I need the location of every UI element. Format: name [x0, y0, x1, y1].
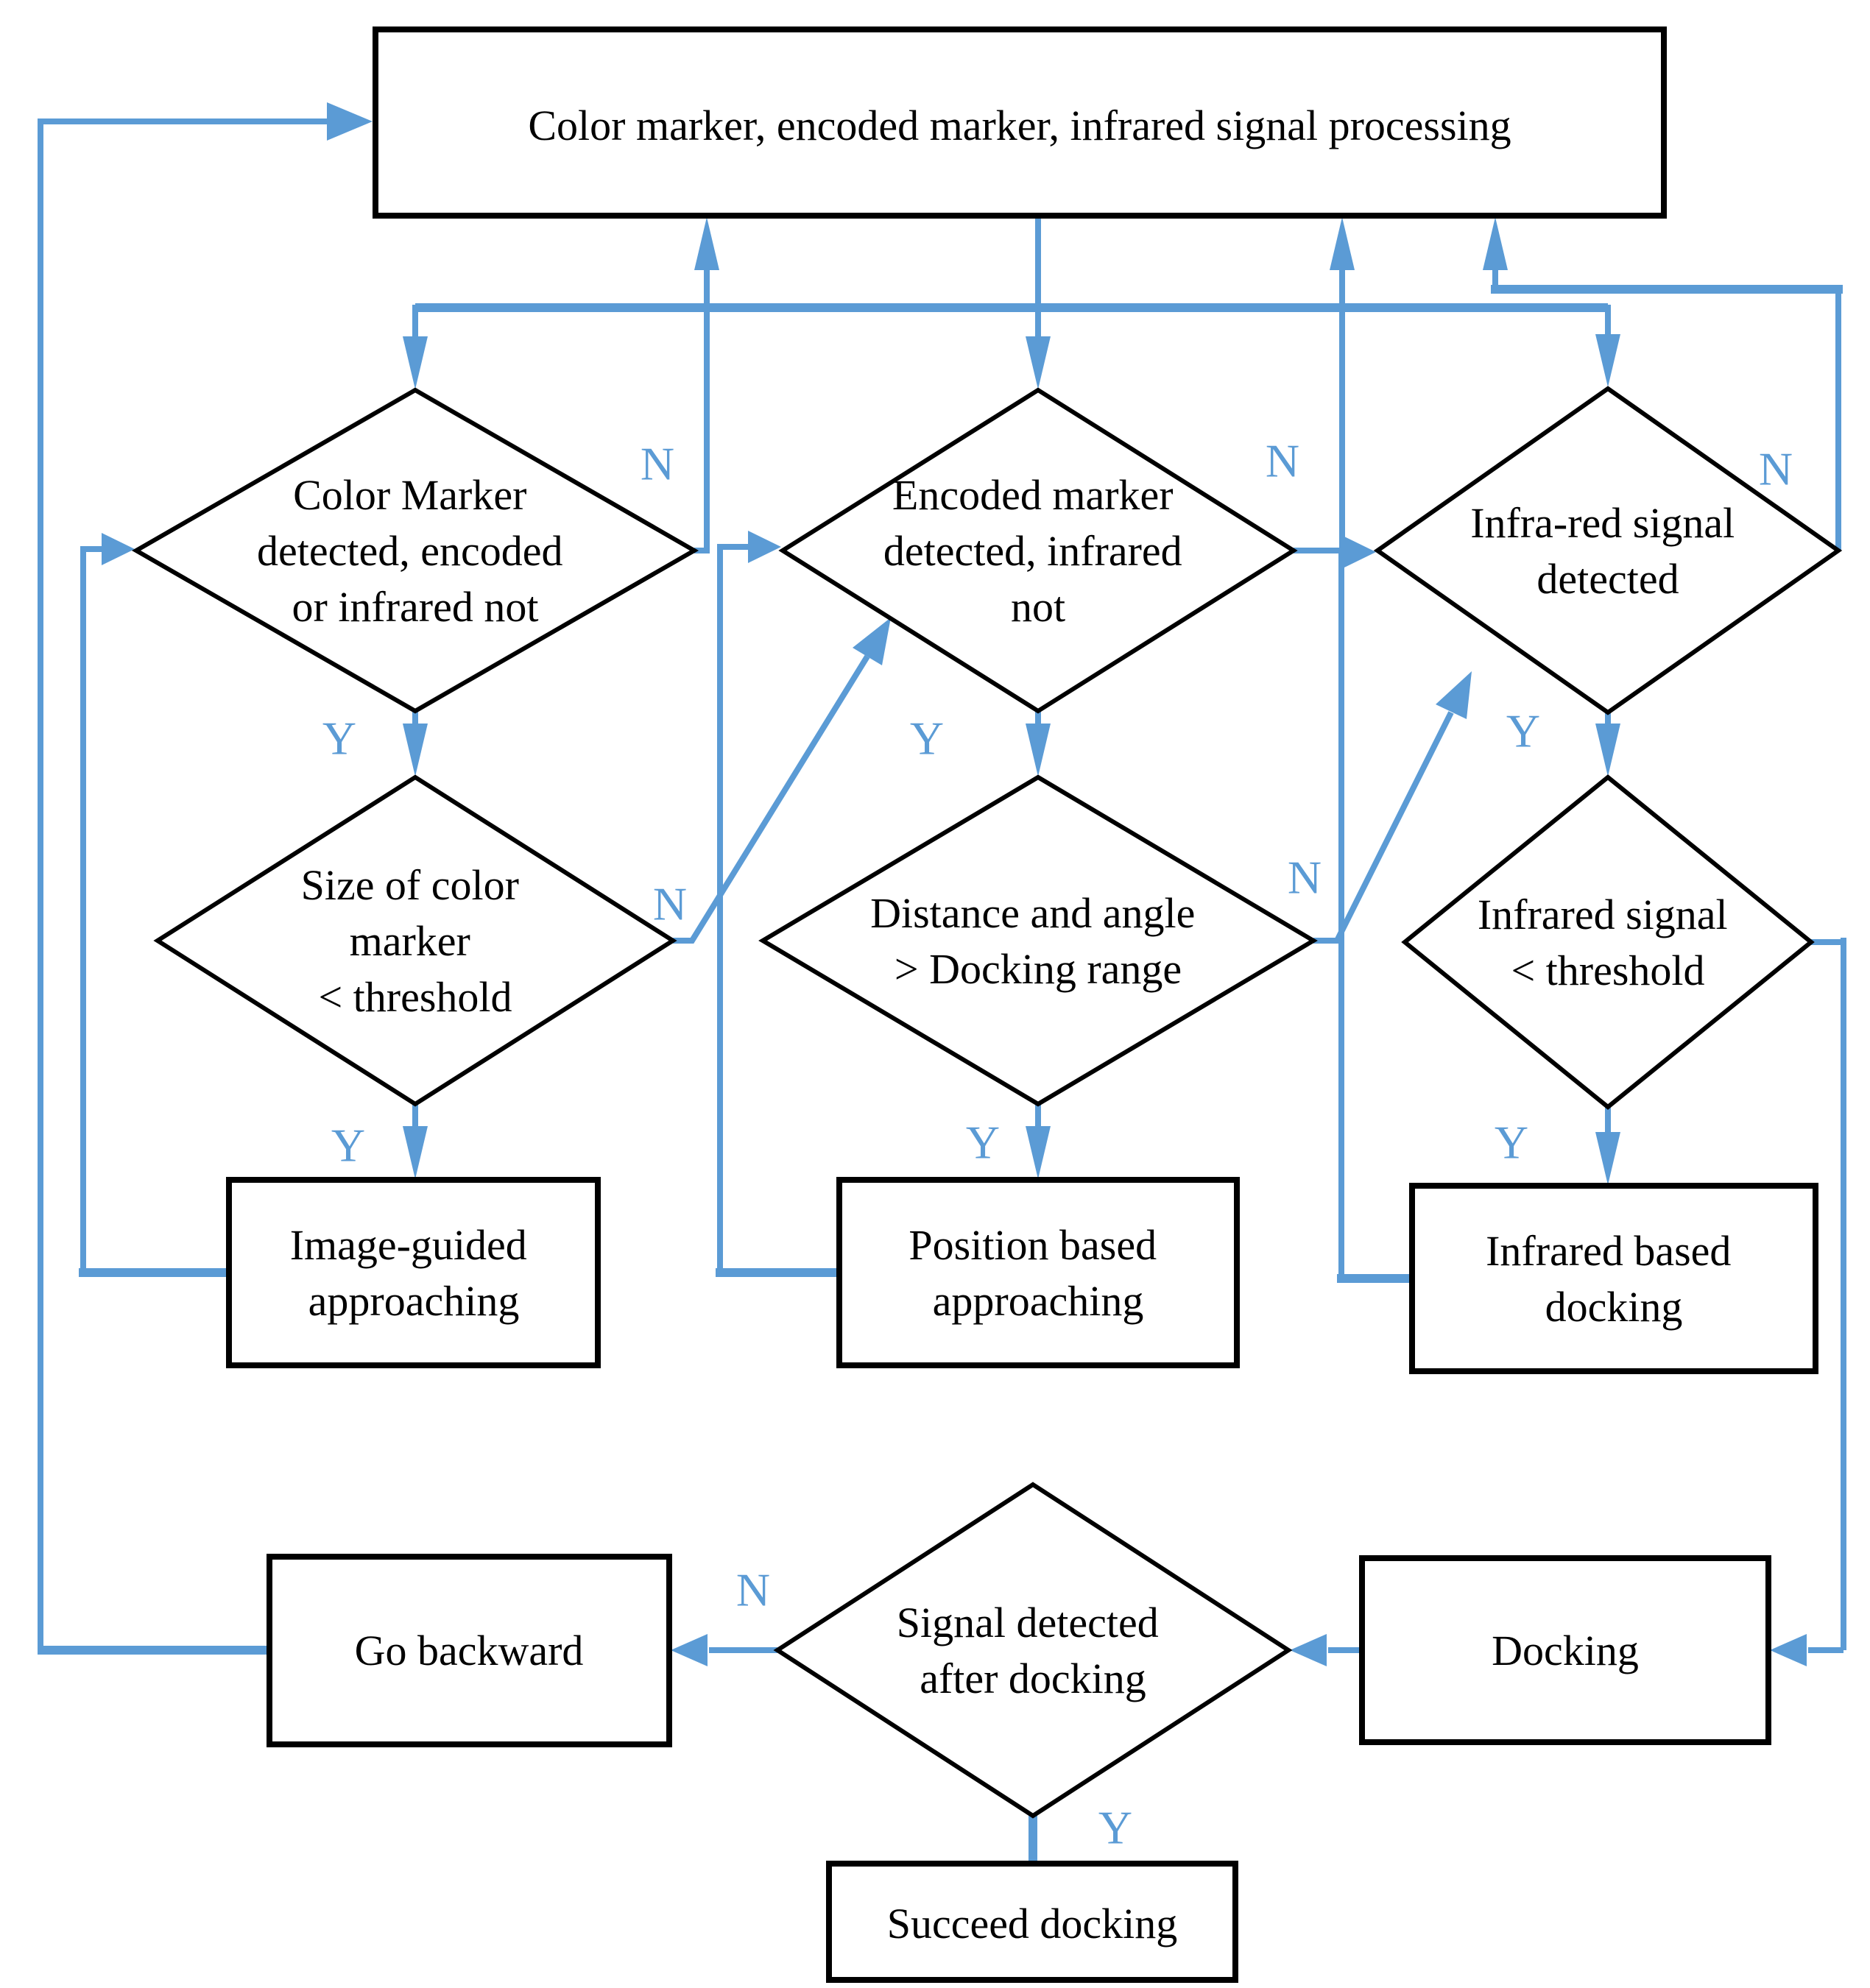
succeed-docking-box	[826, 1861, 1238, 1983]
color-marker-diamond	[131, 387, 699, 714]
node-go-backward: Go backward	[267, 1554, 672, 1747]
size-threshold-label: Size of color marker < threshold	[301, 861, 530, 1021]
arrowhead-threshold-diamond-top	[1595, 724, 1620, 777]
node-signal-after-docking: Signal detected after docking	[773, 1482, 1293, 1819]
arrowhead-size-n-diagonal	[853, 618, 891, 665]
arrowhead-encoded-diamond-top	[1026, 336, 1051, 389]
label-no-distance-range: N	[1288, 852, 1322, 904]
edge-size-n-diagonal	[673, 654, 870, 944]
arrowhead-docking-right	[1770, 1634, 1807, 1666]
node-succeed-docking: Succeed docking	[826, 1861, 1238, 1983]
distance-range-label: Distance and angle > Docking range	[870, 889, 1206, 993]
label-yes-infrared-threshold: Y	[1495, 1117, 1528, 1169]
nodes: Color marker, encoded marker, infrared s…	[131, 26, 1843, 1983]
arrowhead-encoded-n-up	[1330, 217, 1355, 270]
label-yes-encoded-marker: Y	[910, 712, 944, 765]
branch-labels: N N N Y Y Y N N Y Y Y N Y	[322, 435, 1793, 1854]
node-infrared-threshold: Infrared signal < threshold	[1401, 774, 1815, 1110]
go-backward-label: Go backward	[355, 1627, 584, 1674]
arrowhead-infrared-diamond-top	[1595, 334, 1620, 387]
succeed-docking-label: Succeed docking	[887, 1900, 1178, 1948]
edge-distance-n-diagonal	[1313, 711, 1454, 944]
arrowhead-distance-diamond-top	[1026, 724, 1051, 777]
node-infrared-detected: Infra-red signal detected	[1373, 386, 1843, 715]
arrowhead-position-based-top	[1026, 1126, 1051, 1179]
arrowhead-go-backward-right	[671, 1634, 708, 1666]
label-yes-infrared-detected: Y	[1506, 705, 1540, 757]
label-yes-distance-range: Y	[966, 1117, 1000, 1169]
arrowhead-infrared-docking-top	[1595, 1132, 1620, 1185]
docking-box	[1359, 1555, 1771, 1745]
arrowhead-infrared-diamond-left	[1343, 536, 1376, 568]
node-image-guided: Image-guided approaching	[226, 1177, 601, 1368]
process-box	[373, 26, 1667, 219]
arrowhead-distance-n-diagonal	[1436, 671, 1472, 719]
infrared-threshold-label: Infrared signal < threshold	[1478, 891, 1738, 994]
color-marker-label: Color Marker detected, encoded or infrar…	[257, 471, 574, 631]
position-based-box	[836, 1177, 1240, 1368]
distance-range-diamond	[758, 774, 1318, 1107]
infrared-docking-box	[1409, 1183, 1818, 1374]
arrowhead-image-guided-top	[403, 1126, 428, 1179]
encoded-marker-label: Encoded marker detected, infrared not	[883, 471, 1193, 631]
node-encoded-marker-detected: Encoded marker detected, infrared not	[778, 387, 1298, 714]
label-no-signal-after-docking: N	[736, 1564, 770, 1616]
signal-after-docking-label: Signal detected after docking	[897, 1599, 1169, 1702]
arrowhead-infrared-n-up	[1483, 217, 1508, 270]
arrowhead-signal-diamond-right	[1290, 1634, 1327, 1666]
infrared-detected-diamond	[1373, 386, 1843, 715]
go-backward-box	[267, 1554, 672, 1747]
infrared-threshold-diamond	[1401, 774, 1815, 1110]
node-distance-range: Distance and angle > Docking range	[758, 774, 1318, 1107]
position-based-label: Position based approaching	[908, 1221, 1167, 1325]
node-process: Color marker, encoded marker, infrared s…	[373, 26, 1667, 219]
arrowhead-into-process-left	[327, 102, 373, 141]
image-guided-box	[226, 1177, 601, 1368]
label-no-color-marker: N	[641, 438, 674, 490]
node-color-marker-detected: Color Marker detected, encoded or infrar…	[131, 387, 699, 714]
node-infrared-docking: Infrared based docking	[1409, 1183, 1818, 1374]
encoded-marker-diamond	[778, 387, 1298, 714]
size-threshold-diamond	[153, 774, 677, 1107]
docking-label: Docking	[1492, 1627, 1639, 1674]
label-yes-size-threshold: Y	[331, 1119, 365, 1172]
node-position-based: Position based approaching	[836, 1177, 1240, 1368]
label-yes-color-marker: Y	[322, 712, 356, 765]
arrowhead-color-diamond-top	[403, 336, 428, 389]
arrowhead-encoded-diamond-left	[748, 531, 781, 563]
signal-after-docking-diamond	[773, 1482, 1293, 1819]
label-yes-signal-after-docking: Y	[1098, 1802, 1132, 1854]
node-size-threshold: Size of color marker < threshold	[153, 774, 677, 1107]
infrared-docking-label: Infrared based docking	[1486, 1227, 1742, 1331]
label-no-size-threshold: N	[653, 878, 687, 930]
arrowhead-size-diamond-top	[403, 724, 428, 777]
process-label: Color marker, encoded marker, infrared s…	[528, 102, 1511, 149]
node-docking: Docking	[1359, 1555, 1771, 1745]
label-no-infrared-detected: N	[1759, 443, 1793, 495]
label-no-encoded-marker: N	[1266, 435, 1299, 487]
infrared-detected-label: Infra-red signal detected	[1470, 499, 1746, 603]
image-guided-label: Image-guided approaching	[290, 1221, 538, 1325]
arrowhead-color-n-up	[694, 217, 719, 270]
arrowhead-color-diamond-left	[102, 533, 135, 565]
